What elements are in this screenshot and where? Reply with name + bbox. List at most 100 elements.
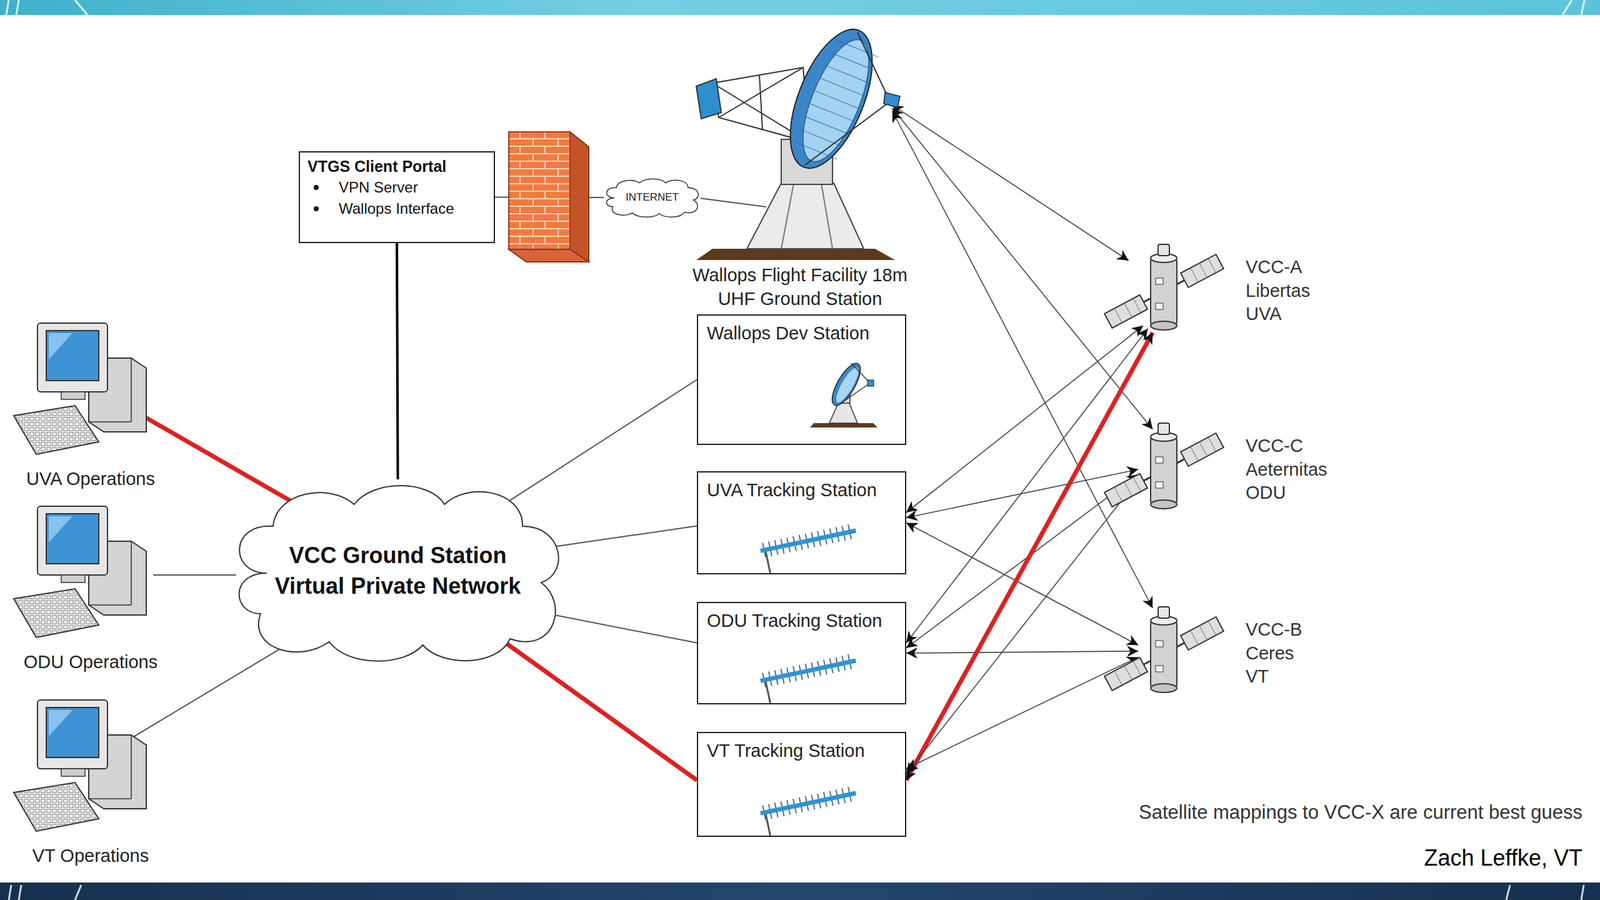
drawing-part: [1150, 500, 1177, 509]
bullet-dot: [313, 185, 319, 190]
network-link: [505, 380, 697, 504]
drawing-part: [606, 178, 699, 217]
drawing-part: [1104, 616, 1224, 691]
drawing-part: [821, 183, 833, 249]
drawing-part: [37, 700, 108, 769]
drawing-part: [1158, 244, 1170, 256]
operations-computer: ODU Operations: [12, 505, 169, 680]
drawing-part: [1150, 321, 1177, 330]
network-link: [396, 243, 399, 480]
drawing-part: [1124, 303, 1132, 318]
footnote: Satellite mappings to VCC-X are current …: [1138, 801, 1583, 824]
radio-link: [892, 105, 1129, 261]
drawing-part: [1581, 885, 1584, 900]
drawing-part: [696, 78, 722, 119]
drawing-part: [814, 90, 859, 109]
top-band: [0, 0, 1600, 15]
station-box: ODU Tracking Station: [696, 601, 907, 705]
drawing-part: [789, 31, 882, 170]
drawing-part: [1208, 437, 1216, 452]
station-icon: [755, 645, 862, 699]
drawing-part: [1190, 446, 1199, 462]
radio-link: [906, 474, 1139, 649]
drawing-part: [13, 782, 99, 832]
ground-station-dish: [687, 23, 913, 262]
drawing-part: [1155, 481, 1164, 489]
radio-link: [906, 656, 1139, 769]
network-link: [153, 574, 237, 576]
drawing-part: [1124, 665, 1132, 680]
station-box: VT Tracking Station: [696, 731, 907, 837]
drawing-part: [829, 401, 858, 424]
cloud-label: INTERNET: [625, 191, 679, 204]
drawing-part: [760, 793, 857, 814]
computer-icon: [12, 505, 150, 640]
satellite-icon: [1109, 240, 1222, 341]
drawing-part: [1133, 298, 1141, 313]
cloud-label: VCC Ground Station Virtual Private Netwo…: [263, 540, 533, 602]
drawing-part: [1199, 625, 1207, 640]
drawing-part: [1190, 268, 1199, 283]
drawing-part: [867, 380, 874, 387]
drawing-part: [765, 680, 771, 704]
station-icon: [807, 358, 880, 431]
portal-title: VTGS Client Portal: [300, 152, 494, 177]
highlighted-link: [495, 635, 697, 780]
radio-link: [906, 469, 1139, 518]
drawing-part: [46, 330, 99, 381]
computer-label: ODU Operations: [12, 651, 169, 673]
drawing-part: [824, 65, 869, 83]
drawing-part: [1150, 683, 1177, 693]
cloud-shape: [229, 479, 567, 664]
drawing-part: [16, 0, 19, 15]
internet-cloud: INTERNET: [603, 177, 701, 218]
drawing-part: [1133, 476, 1141, 492]
radio-link: [906, 479, 1139, 774]
drawing-part: [1506, 885, 1510, 900]
drawing-part: [1199, 441, 1207, 457]
drawing-part: [13, 405, 99, 455]
operations-computer: VT Operations: [12, 698, 169, 874]
drawing-part: [61, 391, 85, 400]
drawing-part: [1158, 606, 1170, 619]
bullet-text: Wallops Interface: [338, 200, 455, 217]
credit: Zach Leffke, VT: [1424, 845, 1583, 872]
drawing-part: [130, 541, 132, 605]
drawing-part: [1190, 630, 1199, 645]
drawing-part: [1133, 660, 1141, 675]
station-label: UVA Tracking Station: [698, 472, 905, 509]
drawing-part: [760, 660, 857, 681]
satellite-label: VCC-A Libertas UVA: [1245, 255, 1334, 327]
drawing-part: [1104, 295, 1148, 329]
bullet-row: Wallops Interface: [300, 198, 494, 220]
drawing-part: [826, 359, 866, 410]
drawing-part: [75, 885, 82, 900]
computer-drawing: [12, 321, 169, 457]
vpn-cloud: VCC Ground Station Virtual Private Netwo…: [229, 479, 567, 664]
drawing-part: [508, 249, 589, 262]
station-label: ODU Tracking Station: [698, 603, 905, 639]
drawing-part: [1104, 254, 1224, 329]
drawing-part: [48, 710, 73, 737]
station-label: Wallops Dev Station: [698, 315, 905, 352]
bullet-text: VPN Server: [338, 178, 419, 196]
computer-icon: [12, 321, 150, 457]
station-box: UVA Tracking Station: [696, 471, 907, 575]
radio-link: [906, 328, 1149, 644]
satellite-label: VCC-C Aeternitas ODU: [1245, 434, 1334, 505]
satellite: VCC-B Ceres VT: [1109, 603, 1350, 704]
computer-icon: [12, 698, 150, 834]
drawing-part: [773, 18, 890, 180]
drawing-part: [803, 116, 848, 134]
drawing-part: [13, 588, 99, 638]
satellite-icon: [1109, 603, 1222, 704]
operations-computer: UVA Operations: [12, 321, 169, 497]
drawing-part: [75, 0, 88, 15]
drawing-part: [1150, 619, 1177, 690]
station-label: VT Tracking Station: [698, 733, 905, 769]
drawing-part: [1150, 256, 1177, 327]
station-icon: [755, 515, 862, 569]
drawing-part: [1114, 486, 1122, 502]
drawing-part: [1208, 258, 1216, 274]
drawing-part: [837, 383, 870, 406]
